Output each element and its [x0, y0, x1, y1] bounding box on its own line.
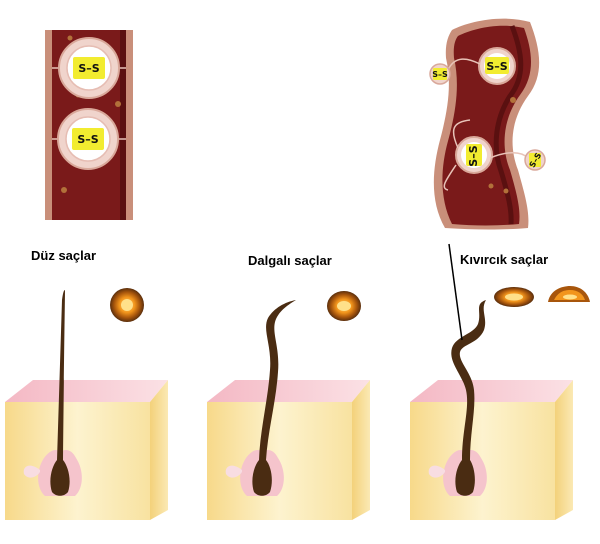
label-straight-hair: Düz saçlar — [31, 248, 96, 263]
skin-block-curly — [410, 243, 573, 520]
bond-label: S–S — [78, 62, 99, 75]
straight-hair-shaft — [50, 290, 70, 496]
curly-cross-section-flat — [548, 286, 590, 302]
curly-cross-section-oval — [494, 287, 534, 307]
disulfide-bond-3: S–S S–S — [429, 47, 516, 85]
disulfide-bond-1: S–S — [52, 37, 126, 99]
label-wavy-hair: Dalgalı saçlar — [248, 253, 332, 268]
disulfide-bond-4: S–S S–S — [443, 119, 546, 191]
straight-cross-section — [110, 288, 144, 322]
bond-label: S–S — [467, 145, 480, 166]
skin-block-wavy — [207, 300, 370, 520]
bond-label: S–S — [77, 133, 98, 146]
curly-hair-shaft — [451, 300, 486, 496]
wavy-cross-section — [327, 291, 361, 321]
label-curly-hair: Kıvırcık saçlar — [460, 252, 548, 267]
straight-keratin-strand: S–S S–S — [45, 30, 133, 220]
disulfide-bond-2: S–S — [52, 108, 126, 170]
pointer-line — [448, 243, 463, 341]
wavy-hair-shaft — [252, 300, 296, 496]
curly-keratin-strand: S–S S–S S–S S–S — [429, 18, 546, 230]
skin-block-straight — [5, 290, 168, 520]
bond-label: S–S — [486, 60, 507, 73]
bond-label: S–S — [432, 70, 448, 79]
